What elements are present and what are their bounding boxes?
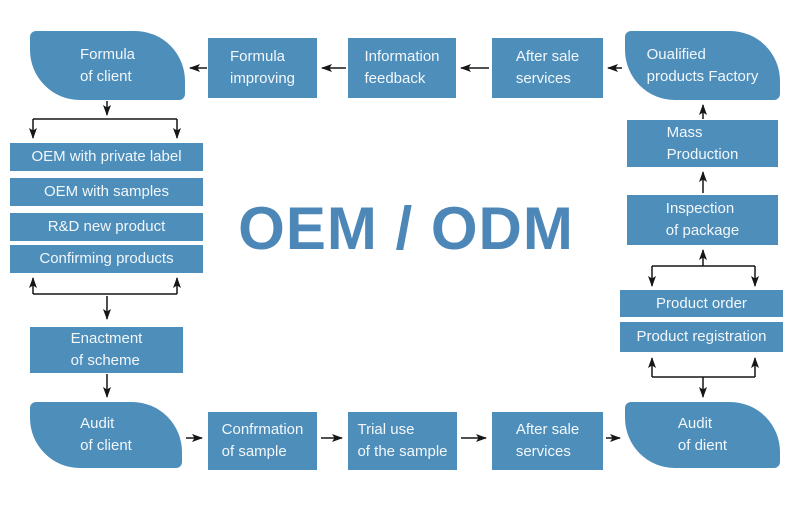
node-rd-new-product: R&D new product: [10, 213, 203, 241]
node-formula-of-client: Formula of client: [30, 31, 185, 100]
node-formula-of-client-label: Formula of client: [79, 45, 135, 85]
node-qualified-products-factory: Oualified products Factory: [625, 31, 780, 100]
node-product-registration-label: Product registration: [636, 328, 767, 345]
node-oem-with-samples: OEM with samples: [10, 178, 203, 206]
node-qualified-products-factory-label: Oualified products Factory: [646, 45, 759, 85]
node-information-feedback-label: Information feedback: [364, 48, 440, 87]
node-oem-private-label-label: OEM with private label: [31, 148, 182, 165]
node-confirming-products: Confirming products: [10, 245, 203, 273]
diagram-title: OEM / ODM: [238, 194, 574, 262]
node-confirmation-of-sample: Confrmation of sample: [208, 412, 317, 470]
node-audit-of-client-label: Audit of client: [80, 415, 132, 454]
node-oem-with-samples-label: OEM with samples: [43, 183, 170, 200]
node-oem-private-label: OEM with private label: [10, 143, 203, 171]
node-rd-new-product-label: R&D new product: [47, 218, 166, 235]
node-product-order: Product order: [620, 290, 783, 317]
node-trial-use-of-sample-label: Trial use of the sample: [357, 421, 448, 460]
node-confirming-products-label: Confirming products: [39, 250, 174, 267]
node-after-sale-services-top-label: After sale services: [515, 48, 580, 87]
node-product-order-label: Product order: [656, 294, 747, 312]
node-after-sale-services-top: After sale services: [492, 38, 603, 98]
node-mass-production: Mass Production: [627, 120, 778, 167]
node-after-sale-services-bottom-label: After sale services: [515, 421, 580, 460]
node-mass-production-label: Mass Production: [666, 123, 739, 163]
node-information-feedback: Information feedback: [348, 38, 456, 98]
node-formula-improving-label: Formula improving: [229, 48, 296, 87]
node-trial-use-of-sample: Trial use of the sample: [348, 412, 457, 470]
node-audit-of-dient: Audit of dient: [625, 402, 780, 468]
node-enactment-of-scheme: Enactment of scheme: [30, 327, 183, 373]
node-after-sale-services-bottom: After sale services: [492, 412, 603, 470]
node-enactment-of-scheme-label: Enactment of scheme: [70, 330, 143, 369]
node-audit-of-dient-label: Audit of dient: [677, 415, 728, 454]
node-confirmation-of-sample-label: Confrmation of sample: [221, 421, 304, 460]
node-inspection-of-package: Inspection of package: [627, 195, 778, 245]
node-inspection-of-package-label: Inspection of package: [665, 200, 740, 239]
node-formula-improving: Formula improving: [208, 38, 317, 98]
node-audit-of-client: Audit of client: [30, 402, 182, 468]
node-product-registration: Product registration: [620, 322, 783, 352]
